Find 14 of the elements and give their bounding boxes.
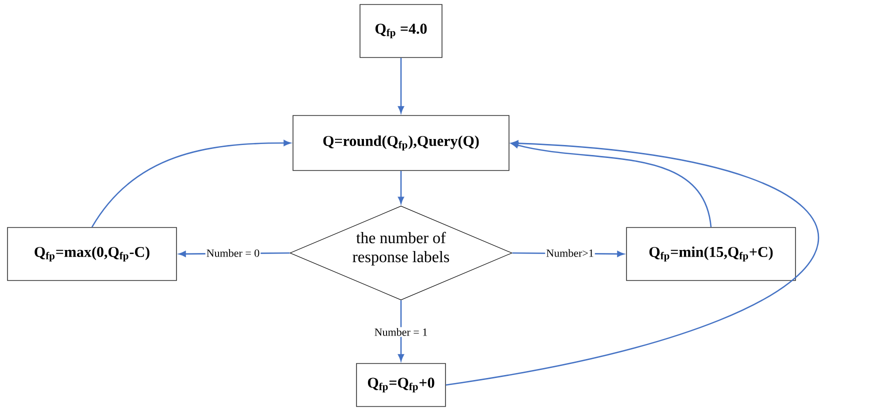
process-box: Q=round(Q$_{fp}$),Query(Q) <box>292 115 510 171</box>
arrow <box>91 140 291 228</box>
arrow <box>398 170 404 204</box>
edge-label: Number>1 <box>545 248 595 258</box>
edge-label: Number = 0 <box>205 248 261 258</box>
arrow <box>511 142 712 228</box>
process-box: Q$_{fp}$=min(15,Q$_{fp}$+C) <box>626 227 796 281</box>
arrow <box>398 300 404 362</box>
arrow <box>446 140 818 386</box>
process-box: Q$_{fp}$=max(0,Q$_{fp}$-C) <box>7 227 177 281</box>
process-box: Q$_{fp}$=Q$_{fp}$+0 <box>356 363 446 407</box>
edge-label: Number = 1 <box>373 327 429 337</box>
arrow <box>398 58 404 114</box>
process-box: Q$_{fp}$ =4.0 <box>360 4 442 58</box>
